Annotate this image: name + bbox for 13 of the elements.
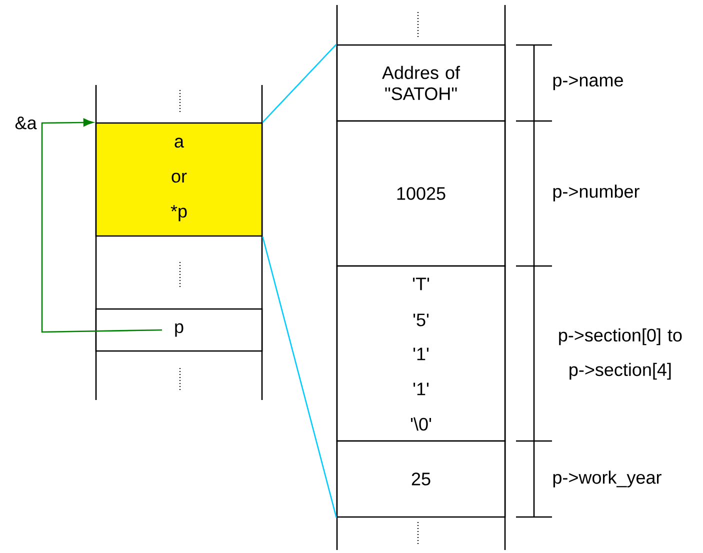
memory-cell: 10025 (336, 120, 506, 267)
member-label: p->work_year (553, 470, 662, 488)
member-label: p->section[0] to p->section[4] (559, 328, 682, 380)
memory-cell: 25 (336, 440, 506, 518)
connector-line (262, 44, 337, 123)
member-label: p->number (553, 184, 640, 202)
arrow (41, 118, 162, 333)
variable-box: a or *p (95, 122, 263, 237)
edge-label: &a (15, 116, 37, 130)
connector-line (262, 236, 337, 518)
pointer-box: p (95, 308, 263, 352)
member-label: p->name (553, 76, 623, 90)
memory-cell: Addres of "SATOH" (336, 44, 506, 122)
